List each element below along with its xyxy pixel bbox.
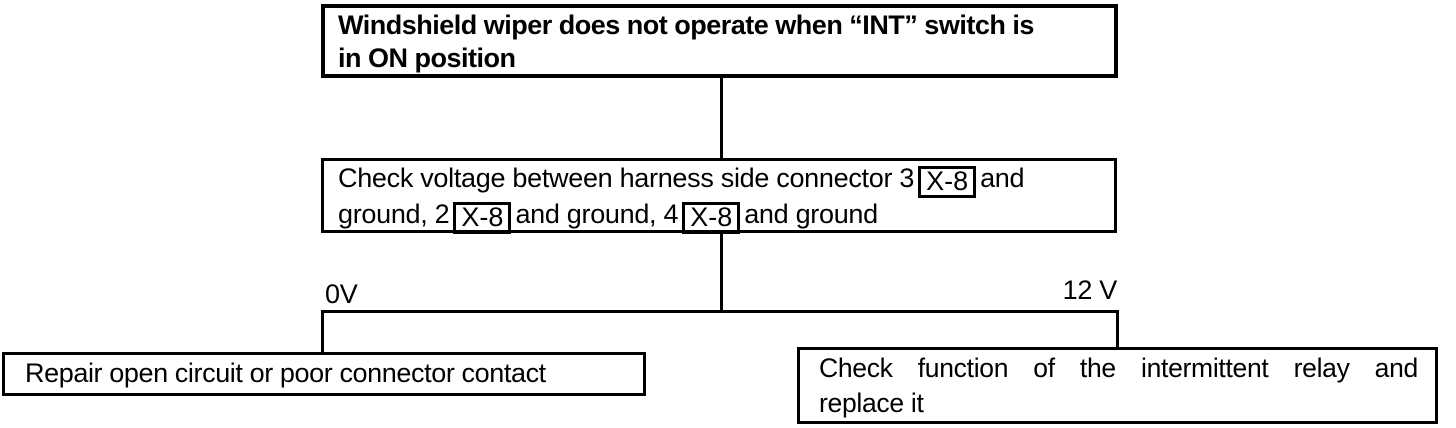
result-box-relay: Check function of the intermittent relay…: [797, 347, 1438, 424]
check-line2-mid: and ground, 4: [515, 199, 679, 229]
branch-line: [321, 310, 1119, 313]
check-line2-text: ground, 2: [338, 199, 450, 229]
result-repair-text: Repair open circuit or poor connector co…: [25, 358, 546, 388]
check-line2-tail: and ground: [744, 199, 878, 229]
check-line1-tail: and: [980, 163, 1025, 193]
check-line1-text: Check voltage between harness side conne…: [338, 163, 915, 193]
symptom-box: Windshield wiper does not operate when “…: [321, 4, 1118, 78]
symptom-text-line1: Windshield wiper does not operate when “…: [338, 10, 1034, 40]
connector-line-check-to-branch: [720, 233, 723, 310]
result-box-repair: Repair open circuit or poor connector co…: [2, 352, 646, 396]
branch-drop-left: [321, 310, 324, 352]
connector-ref-x8-2: X-8: [453, 202, 512, 234]
connector-ref-x8-1: X-8: [918, 166, 977, 198]
check-voltage-box: Check voltage between harness side conne…: [321, 158, 1117, 234]
branch-label-12v: 12 V: [1062, 275, 1118, 305]
connector-ref-x8-3: X-8: [682, 202, 741, 234]
result-relay-line2: replace it: [819, 388, 924, 418]
connector-line-symptom-to-check: [720, 78, 723, 158]
symptom-text-line2: in ON position: [338, 43, 516, 73]
branch-drop-right: [1116, 310, 1119, 347]
branch-label-0v: 0V: [325, 279, 358, 309]
result-relay-line1: Check function of the intermittent relay…: [819, 353, 1418, 383]
check-text-line1: Check voltage between harness side conne…: [338, 162, 1106, 198]
